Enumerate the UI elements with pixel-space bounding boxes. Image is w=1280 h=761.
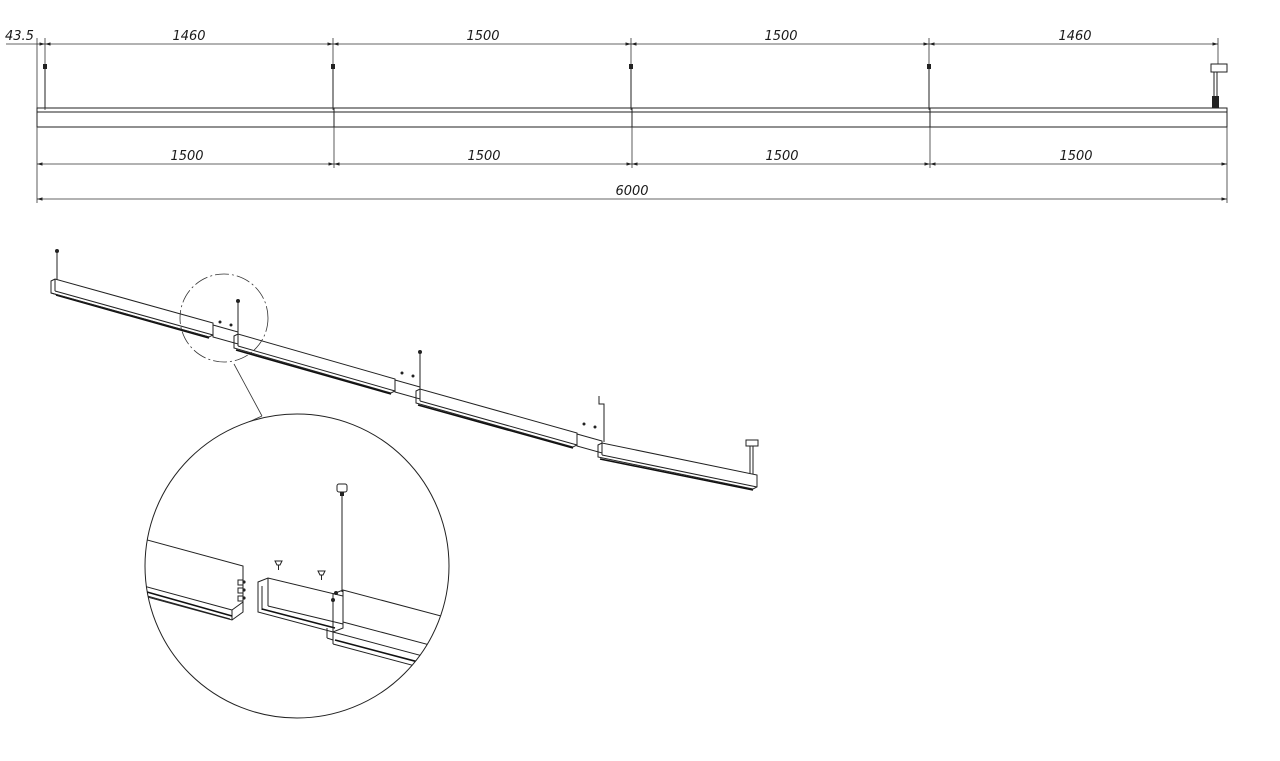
dim-total: 6000 — [615, 184, 648, 199]
iso-segment-4 — [576, 433, 758, 491]
detail-view — [144, 413, 450, 719]
dim-top-4: 1460 — [1058, 29, 1091, 44]
dim-top-3: 1500 — [764, 29, 797, 44]
top-dimension-line — [6, 38, 1218, 108]
power-feed-canopy — [1210, 63, 1228, 108]
iso-suspension-cables — [55, 249, 759, 474]
dim-top-2: 1500 — [466, 29, 499, 44]
suspension-cables — [43, 64, 931, 108]
iso-segment-2 — [212, 324, 396, 395]
detail-suspension-cable — [336, 483, 348, 592]
iso-segment-3 — [394, 379, 578, 449]
dim-offset-left: 43.5 — [5, 29, 34, 44]
detail-left-profile — [145, 537, 246, 621]
dim-bottom-3: 1500 — [765, 149, 798, 164]
luminaire-profile — [36, 107, 1228, 128]
iso-segment-1 — [50, 278, 214, 339]
detail-leader-lines — [233, 363, 263, 426]
dim-bottom-4: 1500 — [1059, 149, 1092, 164]
detail-connector — [257, 577, 344, 633]
iso-connector-screws — [218, 320, 597, 429]
dim-bottom-1: 1500 — [170, 149, 203, 164]
bottom-extension-lines — [36, 127, 1228, 203]
dim-top-1: 1460 — [172, 29, 205, 44]
elevation-view: 43.5 1460 1500 1500 1460 — [5, 29, 1228, 203]
isometric-view — [50, 249, 759, 491]
dim-bottom-2: 1500 — [467, 149, 500, 164]
detail-screws — [274, 560, 326, 580]
detail-marker-circle — [179, 273, 269, 363]
